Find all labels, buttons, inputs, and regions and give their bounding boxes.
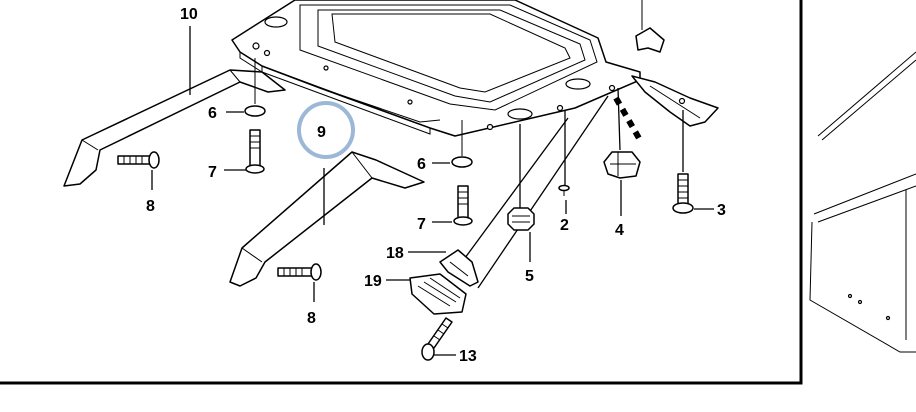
- side-bracket-10: [63, 69, 286, 187]
- side-bracket-9: [229, 151, 425, 287]
- screw-8-left: [117, 151, 160, 169]
- callout-4: 4: [615, 222, 624, 239]
- callout-8-left: 8: [146, 198, 155, 215]
- screw-13: [421, 317, 453, 361]
- callout-13: 13: [459, 348, 477, 365]
- callout-3: 3: [717, 202, 726, 219]
- callout-18: 18: [386, 245, 404, 262]
- bolt-3: [672, 173, 694, 214]
- screw-8-center: [277, 263, 322, 281]
- callout-7-left: 7: [208, 164, 217, 181]
- washer-6-left: [244, 105, 266, 117]
- bolt-7-left: [245, 129, 265, 174]
- pin-2: [558, 184, 570, 196]
- callout-5: 5: [525, 268, 534, 285]
- callout-9: 9: [317, 124, 326, 141]
- callout-8-center: 8: [307, 310, 316, 327]
- callout-6-center: 6: [417, 156, 426, 173]
- clip-nut-5: [507, 207, 535, 231]
- washer-6-center: [451, 156, 473, 168]
- clip-top-right: [635, 0, 665, 53]
- dashed-leader: [613, 96, 643, 142]
- grommet-18: [439, 249, 479, 287]
- adjacent-diagram-fragment: [809, 51, 916, 353]
- callout-19: 19: [364, 273, 382, 290]
- leader-grommet-19: [477, 95, 609, 289]
- callout-7-center: 7: [417, 216, 426, 233]
- under-tray-panel: [231, 0, 641, 137]
- diagram-frame: [0, 0, 803, 385]
- callout-2: 2: [560, 217, 569, 234]
- bolt-7-center: [453, 185, 473, 226]
- grommet-cover-19: [409, 273, 467, 315]
- callout-6-left: 6: [208, 105, 217, 122]
- callout-10: 10: [180, 6, 198, 23]
- right-bracket: [631, 75, 719, 127]
- highlight-circle: [297, 101, 355, 159]
- leader-grommet-18: [461, 117, 569, 263]
- clip-4: [603, 151, 641, 179]
